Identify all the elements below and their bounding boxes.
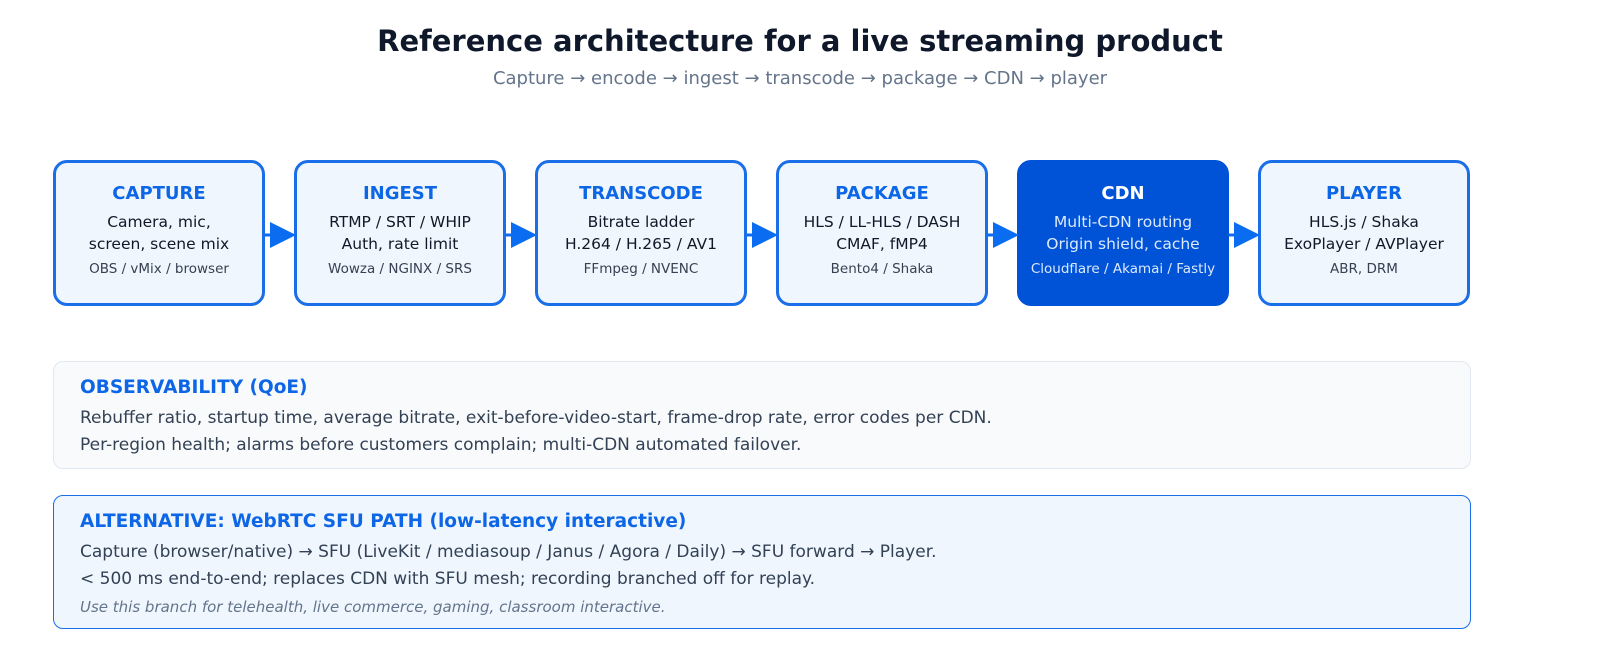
stage-line-2: Origin shield, cache [1046, 235, 1200, 253]
stage-tools: ABR, DRM [1330, 261, 1398, 277]
stage-line-1: RTMP / SRT / WHIP [329, 213, 471, 231]
stage-name: PLAYER [1325, 183, 1403, 204]
stage-player: PLAYER HLS.js / Shaka ExoPlayer / AVPlay… [1258, 160, 1470, 306]
flow-arrow-3 [747, 222, 778, 248]
flow-arrow-4 [988, 222, 1019, 248]
flow-arrow-1 [265, 222, 296, 248]
stage-line-2: CMAF, fMP4 [836, 235, 928, 253]
stage-tools: Wowza / NGINX / SRS [328, 261, 472, 277]
stage-name: INGEST [362, 183, 438, 204]
alternative-note: Use this branch for telehealth, live com… [80, 598, 666, 616]
observability-line-2: Per-region health; alarms before custome… [80, 435, 802, 455]
stage-line-1: Camera, mic, [107, 213, 211, 231]
stage-tools: Bento4 / Shaka [830, 261, 934, 277]
stage-line-1: HLS.js / Shaka [1309, 213, 1419, 231]
stage-cdn: CDN Multi-CDN routing Origin shield, cac… [1017, 160, 1229, 306]
stage-capture: CAPTURE Camera, mic, screen, scene mix O… [53, 160, 265, 306]
stage-name: CAPTURE [112, 183, 206, 204]
stage-line-1: Bitrate ladder [587, 213, 695, 231]
alternative-title: ALTERNATIVE: WebRTC SFU PATH (low-latenc… [80, 511, 687, 532]
stage-line-1: Multi-CDN routing [1053, 213, 1193, 231]
observability-panel: OBSERVABILITY (QoE) Rebuffer ratio, star… [53, 361, 1471, 469]
alternative-line-2: < 500 ms end-to-end; replaces CDN with S… [80, 569, 816, 589]
flow-arrow-5 [1229, 222, 1260, 248]
observability-line-1: Rebuffer ratio, startup time, average bi… [80, 408, 992, 428]
stage-line-2: Auth, rate limit [341, 235, 459, 253]
alternative-panel: ALTERNATIVE: WebRTC SFU PATH (low-latenc… [53, 495, 1471, 629]
stage-line-1: HLS / LL-HLS / DASH [803, 213, 961, 231]
stage-line-2: ExoPlayer / AVPlayer [1284, 235, 1444, 253]
page-subtitle: Capture → encode → ingest → transcode → … [492, 68, 1108, 89]
stage-line-2: screen, scene mix [88, 235, 230, 253]
flow-arrow-2 [506, 222, 537, 248]
stage-ingest: INGEST RTMP / SRT / WHIP Auth, rate limi… [294, 160, 506, 306]
stage-name: CDN [1101, 183, 1145, 204]
stage-package: PACKAGE HLS / LL-HLS / DASH CMAF, fMP4 B… [776, 160, 988, 306]
stage-line-2: H.264 / H.265 / AV1 [564, 235, 718, 253]
stage-tools: Cloudflare / Akamai / Fastly [1030, 261, 1216, 277]
stage-name: PACKAGE [835, 183, 929, 204]
stage-tools: OBS / vMix / browser [89, 261, 229, 277]
stage-transcode: TRANSCODE Bitrate ladder H.264 / H.265 /… [535, 160, 747, 306]
alternative-line-1: Capture (browser/native) → SFU (LiveKit … [80, 542, 937, 562]
observability-title: OBSERVABILITY (QoE) [80, 377, 308, 398]
page-title: Reference architecture for a live stream… [377, 24, 1223, 58]
stage-tools: FFmpeg / NVENC [583, 261, 699, 277]
stage-name: TRANSCODE [579, 183, 703, 204]
